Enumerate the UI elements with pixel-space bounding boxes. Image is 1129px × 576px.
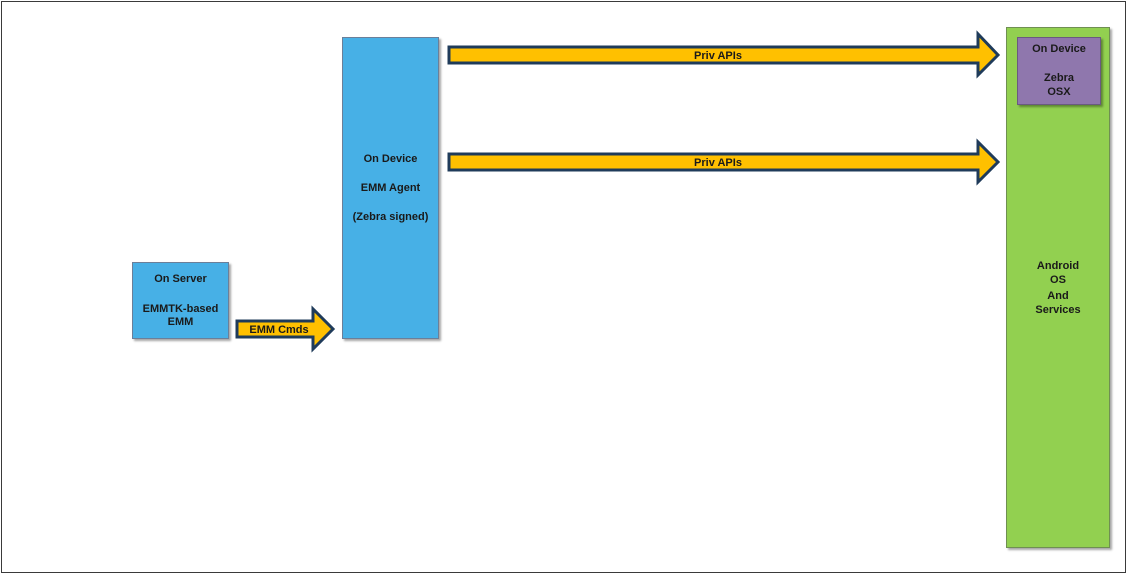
emm-cmds-arrow-label: EMM Cmds <box>249 324 308 336</box>
priv-apis-bottom-arrow-label: Priv APIs <box>694 157 742 169</box>
zebra-osx-box: On Device Zebra OSX <box>1017 37 1101 105</box>
priv-apis-top-arrow-label: Priv APIs <box>694 50 742 62</box>
priv-apis-top-arrow: Priv APIs <box>447 30 1001 79</box>
osx-box-line-2: Zebra <box>1044 72 1074 84</box>
agent-box-line-2: EMM Agent <box>360 182 421 194</box>
android-box-line-3: And <box>1047 290 1069 302</box>
android-box-line-1: Android <box>1036 260 1080 272</box>
agent-box-line-3: (Zebra signed) <box>352 211 429 223</box>
agent-box-line-1: On Device <box>363 153 418 165</box>
server-box-line-3: EMM <box>167 316 194 328</box>
priv-apis-bottom-arrow: Priv APIs <box>447 138 1001 186</box>
android-os-box: Android OS And Services <box>1006 27 1110 548</box>
android-box-line-4: Services <box>1035 304 1081 316</box>
emm-cmds-arrow: EMM Cmds <box>235 305 336 353</box>
server-box-line-2: EMMTK-based <box>142 303 219 315</box>
emm-agent-box: On Device EMM Agent (Zebra signed) <box>342 37 439 339</box>
server-emm-box: On Server EMMTK-based EMM <box>132 262 229 339</box>
osx-box-line-1: On Device <box>1032 43 1086 55</box>
priv-apis-top-arrow-shape <box>447 30 1001 79</box>
server-box-line-1: On Server <box>154 273 207 285</box>
osx-box-line-3: OSX <box>1047 86 1071 98</box>
priv-apis-bottom-arrow-shape <box>447 138 1001 186</box>
android-box-line-2: OS <box>1050 274 1066 286</box>
emm-cmds-arrow-shape <box>235 305 336 353</box>
